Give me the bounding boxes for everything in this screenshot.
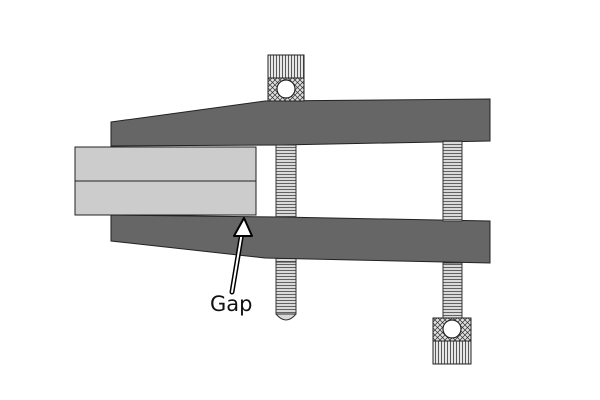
gap-arrow xyxy=(229,217,253,295)
bottom-knob xyxy=(432,317,472,365)
workpiece xyxy=(74,146,257,216)
top-knob-knurl xyxy=(267,54,305,80)
left-screw-thread-mid xyxy=(275,144,297,218)
right-screw-thread-mid xyxy=(442,140,463,222)
top-knob-hole xyxy=(276,79,296,99)
workpiece-block-bottom xyxy=(74,180,257,216)
left-screw-tip xyxy=(275,313,297,321)
left-screw-thread-low xyxy=(275,261,297,315)
top-knob xyxy=(267,54,305,102)
bottom-knob-hole xyxy=(442,319,462,339)
gap-arrow-head xyxy=(233,217,253,237)
top-jaw xyxy=(110,98,491,147)
gap-label: Gap xyxy=(210,292,252,316)
workpiece-block-top xyxy=(74,146,257,182)
bottom-jaw xyxy=(110,214,491,264)
bottom-knob-knurl xyxy=(432,340,472,365)
right-screw-thread-low xyxy=(442,262,463,320)
